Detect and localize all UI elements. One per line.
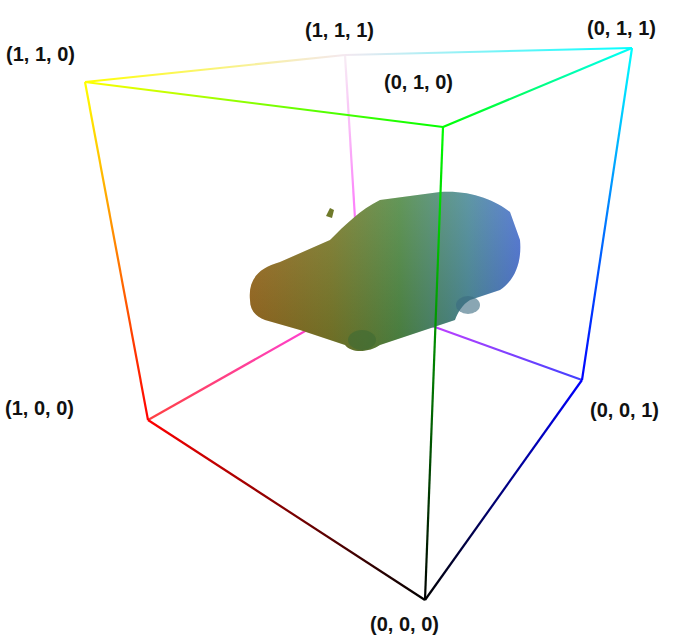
car-model [250,192,521,351]
cube-edge [443,48,632,127]
vertex-label: (0, 1, 1) [585,16,658,40]
vertex-label: (1, 1, 0) [4,42,77,66]
vertex-label: (0, 0, 1) [588,398,661,422]
cube-edge [85,55,345,82]
cube-edge [425,380,582,600]
cube-edge [85,82,148,420]
cube-edge [425,127,443,600]
cube-edge [345,48,632,55]
vertex-label: (1, 1, 1) [303,18,376,42]
vertex-label: (0, 1, 0) [382,70,455,94]
vertex-label: (1, 0, 0) [3,396,76,420]
vertex-label: (0, 0, 0) [368,612,441,636]
cube-edge [148,420,425,600]
cube-edge [582,48,632,380]
